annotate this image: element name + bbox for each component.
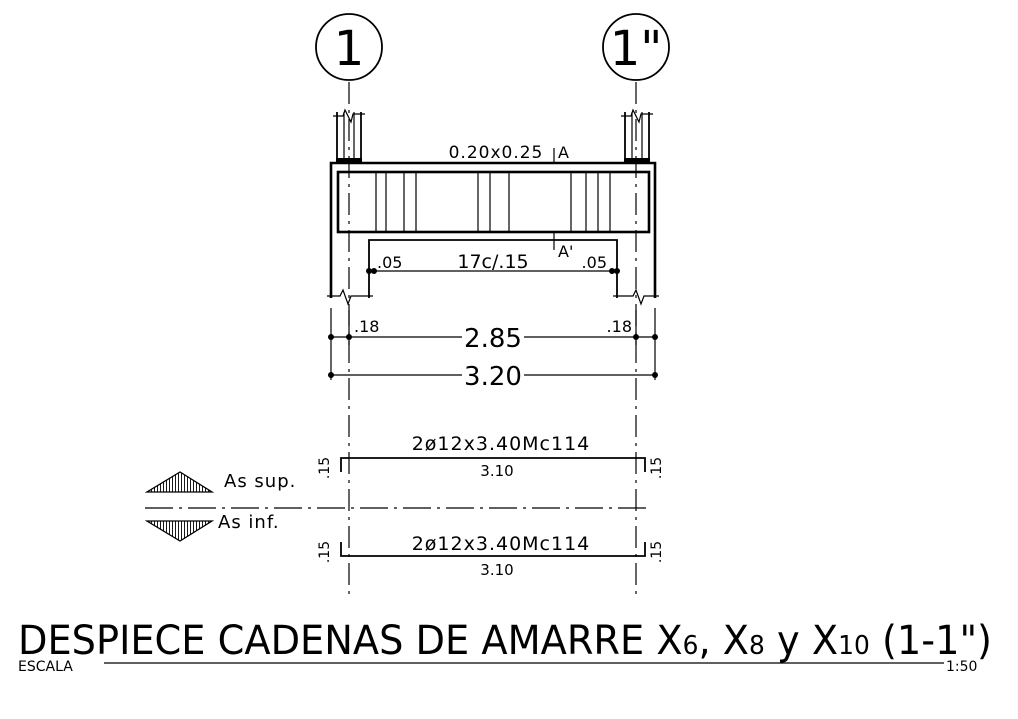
axis-label-right: 1" xyxy=(610,21,663,77)
support-right-dimension: .18 xyxy=(607,317,632,336)
clear-span-dimension: .18 2.85 .18 xyxy=(328,317,658,354)
rebar-bottom-spec: 2ø12x3.40Mc114 xyxy=(412,533,591,555)
rebar-bottom-hook-right: .15 xyxy=(649,541,665,563)
column-upper-left xyxy=(333,108,365,164)
rebar-top-hook-right: .15 xyxy=(649,457,665,479)
triangle-up-icon xyxy=(144,471,215,493)
cut-label-top: A xyxy=(558,143,569,162)
title-sub-6: 6 xyxy=(683,631,699,661)
stirrup-lines xyxy=(375,172,611,232)
title-tail: (1-1") xyxy=(870,618,992,664)
title-sub-8: 8 xyxy=(749,631,765,661)
scale-value: 1:50 xyxy=(946,659,977,675)
title-sep-1: , X xyxy=(698,618,749,664)
rebar-bottom: 2ø12x3.40Mc114 3.10 .15 .15 xyxy=(317,533,665,579)
section-cut-a: A A' xyxy=(553,143,573,261)
rebar-bottom-length: 3.10 xyxy=(480,561,513,579)
scale-label: ESCALA xyxy=(18,659,73,675)
triangle-down-icon xyxy=(144,520,215,542)
support-left-dimension: .18 xyxy=(354,317,379,336)
rebar-top-hook-left: .15 xyxy=(317,457,333,479)
title-main: DESPIECE CADENAS DE AMARRE X xyxy=(18,618,683,664)
title-sep-2: y X xyxy=(765,618,838,664)
axis-label-left: 1 xyxy=(334,21,365,77)
axis-bubble-left: 1 xyxy=(315,13,383,81)
rebar-top: 2ø12x3.40Mc114 3.10 .15 .15 xyxy=(317,433,665,480)
axis-bubble-right: 1" xyxy=(602,13,670,81)
stirrup-edge-right: .05 xyxy=(582,253,607,272)
rebar-top-length: 3.10 xyxy=(480,462,513,480)
rebar-bottom-hook-left: .15 xyxy=(317,541,333,563)
drawing-title: DESPIECE CADENAS DE AMARRE X6, X8 y X10 … xyxy=(18,618,992,664)
title-sub-10: 10 xyxy=(838,631,870,661)
total-span-value: 3.20 xyxy=(464,362,522,392)
column-upper-right xyxy=(621,108,653,164)
legend-top-reinforcement: As sup. xyxy=(144,471,296,493)
beam-elevation xyxy=(327,161,659,306)
legend-top-label: As sup. xyxy=(224,471,296,492)
legend-bottom-label: As inf. xyxy=(218,512,280,533)
rebar-top-spec: 2ø12x3.40Mc114 xyxy=(412,433,591,455)
legend-bottom-reinforcement: As inf. xyxy=(144,512,280,542)
stirrup-edge-left: .05 xyxy=(377,253,402,272)
stirrup-spacing-label: 17c/.15 xyxy=(457,251,528,273)
stirrup-dimension: .05 17c/.15 .05 xyxy=(366,251,620,274)
cut-label-bottom: A' xyxy=(558,242,573,261)
clear-span-value: 2.85 xyxy=(464,324,522,354)
total-span-dimension: 3.20 xyxy=(328,360,658,392)
beam-section-label: 0.20x0.25 xyxy=(449,143,544,163)
